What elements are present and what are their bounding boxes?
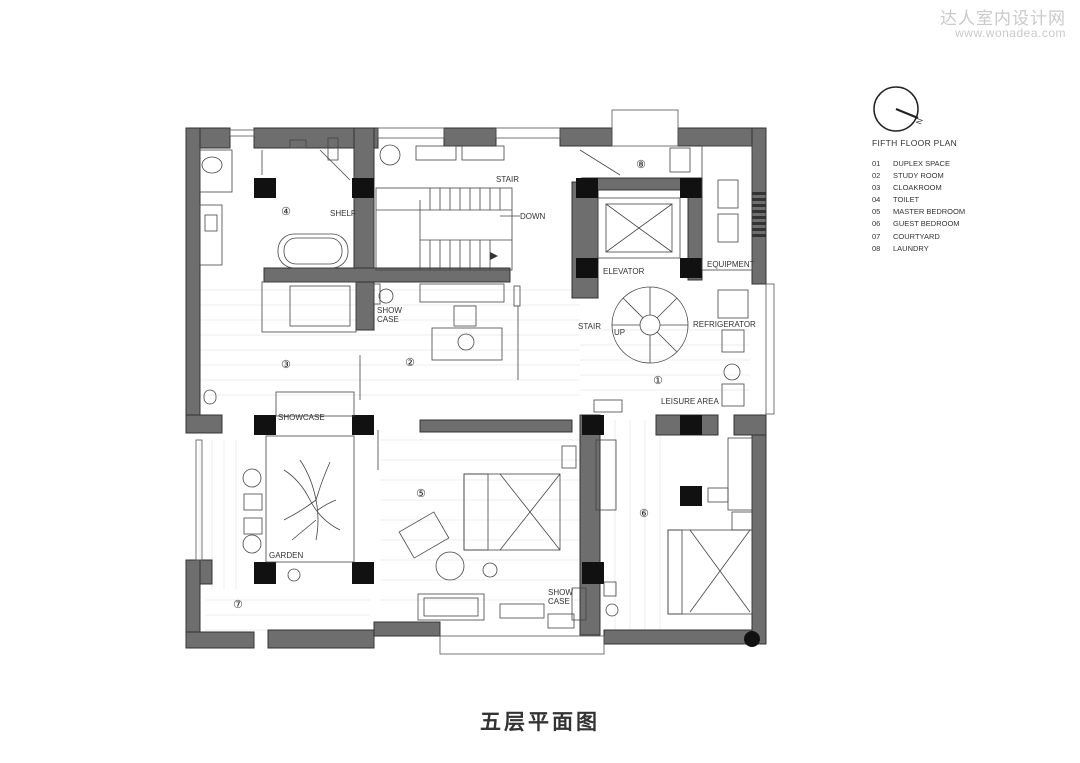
equipment-room: [701, 145, 753, 271]
label-refrigerator: REFRIGERATOR: [693, 320, 756, 329]
guest-bedroom-furniture: [595, 437, 753, 617]
legend-item-number: 02: [872, 171, 881, 181]
legend-list: 01 DUPLEX SPACE 02 STUDY ROOM 03 CLOAKROOM 04 T…: [872, 158, 965, 255]
master-bedroom-furniture: [377, 430, 587, 629]
label-showcase: SHOWCASE: [278, 413, 325, 422]
room-number-1: ①: [653, 374, 663, 387]
spiral-stair: [611, 286, 689, 364]
legend-item-number: 03: [872, 183, 881, 193]
plan-caption: 五层平面图: [480, 710, 600, 734]
windows: [195, 109, 775, 655]
compass-letter: N: [914, 117, 925, 126]
legend-item: 07 COURTYARD: [872, 231, 965, 243]
legend-item: 08 LAUNDRY: [872, 243, 965, 255]
room-number-7: ⑦: [233, 598, 243, 611]
legend-item: 01 DUPLEX SPACE: [872, 158, 965, 170]
label-equipment: EQUIPMENT: [707, 260, 755, 269]
legend-item-label: LAUNDRY: [893, 243, 929, 253]
elevator-shaft: [597, 197, 681, 259]
legend-item: 02 STUDY ROOM: [872, 170, 965, 182]
label-leisure-area: LEISURE AREA: [661, 397, 719, 406]
room-number-8: ⑧: [636, 158, 646, 171]
room-number-3: ③: [281, 358, 291, 371]
legend-item-number: 07: [872, 231, 881, 241]
legend-item: 05 MASTER BEDROOM: [872, 206, 965, 218]
legend: FIFTH FLOOR PLAN 01 DUPLEX SPACE 02 STUDY R…: [872, 138, 965, 255]
watermark-url: www.wonadea.com: [955, 26, 1066, 40]
study-furniture: [203, 144, 521, 417]
label-shelf: SHELF: [330, 209, 356, 218]
watermark-chinese: 达人室内设计网: [940, 9, 1066, 29]
room-number-5: ⑤: [416, 487, 426, 500]
legend-item-label: TOILET: [893, 195, 920, 205]
legend-item: 03 CLOAKROOM: [872, 182, 965, 194]
legend-item-label: CLOAKROOM: [893, 183, 942, 193]
room-number-4: ④: [281, 205, 291, 218]
legend-item-label: GUEST BEDROOM: [893, 219, 960, 229]
corner-column: [744, 631, 760, 647]
room-number-6: ⑥: [639, 507, 649, 520]
legend-item-number: 04: [872, 195, 881, 205]
legend-title: FIFTH FLOOR PLAN: [872, 138, 958, 148]
leisure-furniture: [593, 289, 749, 413]
legend-item-number: 05: [872, 207, 881, 217]
stair-arrow-icon: [490, 252, 498, 260]
columns: [254, 178, 702, 584]
label-up: UP: [614, 328, 625, 337]
legend-item-number: 06: [872, 219, 881, 229]
laundry-fixtures: [579, 147, 691, 176]
legend-item: 04 TOILET: [872, 194, 965, 206]
legend-item-label: MASTER BEDROOM: [893, 207, 966, 217]
label-stair: STAIR: [578, 322, 601, 331]
legend-item-label: DUPLEX SPACE: [893, 159, 950, 168]
label-show-case-1a: SHOW: [377, 306, 402, 315]
room-number-2: ②: [405, 356, 415, 369]
garden-area: [242, 435, 355, 582]
legend-item-label: STUDY ROOM: [893, 171, 944, 181]
legend-item: 06 GUEST BEDROOM: [872, 218, 965, 230]
label-down: DOWN: [520, 212, 546, 221]
legend-item-label: COURTYARD: [893, 231, 940, 241]
label-garden: GARDEN: [269, 551, 303, 560]
label-elevator: ELEVATOR: [603, 267, 645, 276]
outer-walls: [185, 127, 767, 649]
legend-item-number: 01: [872, 159, 881, 168]
label-stair-top: STAIR: [496, 175, 519, 184]
north-compass: [873, 86, 919, 132]
label-show-case-2b: CASE: [548, 597, 570, 606]
label-show-case-2a: SHOW: [548, 588, 573, 597]
label-show-case-1b: CASE: [377, 315, 399, 324]
toilet-fixtures: [199, 137, 351, 269]
legend-item-number: 08: [872, 243, 881, 253]
equipment-vents: [752, 192, 766, 237]
main-stair: [375, 187, 520, 271]
